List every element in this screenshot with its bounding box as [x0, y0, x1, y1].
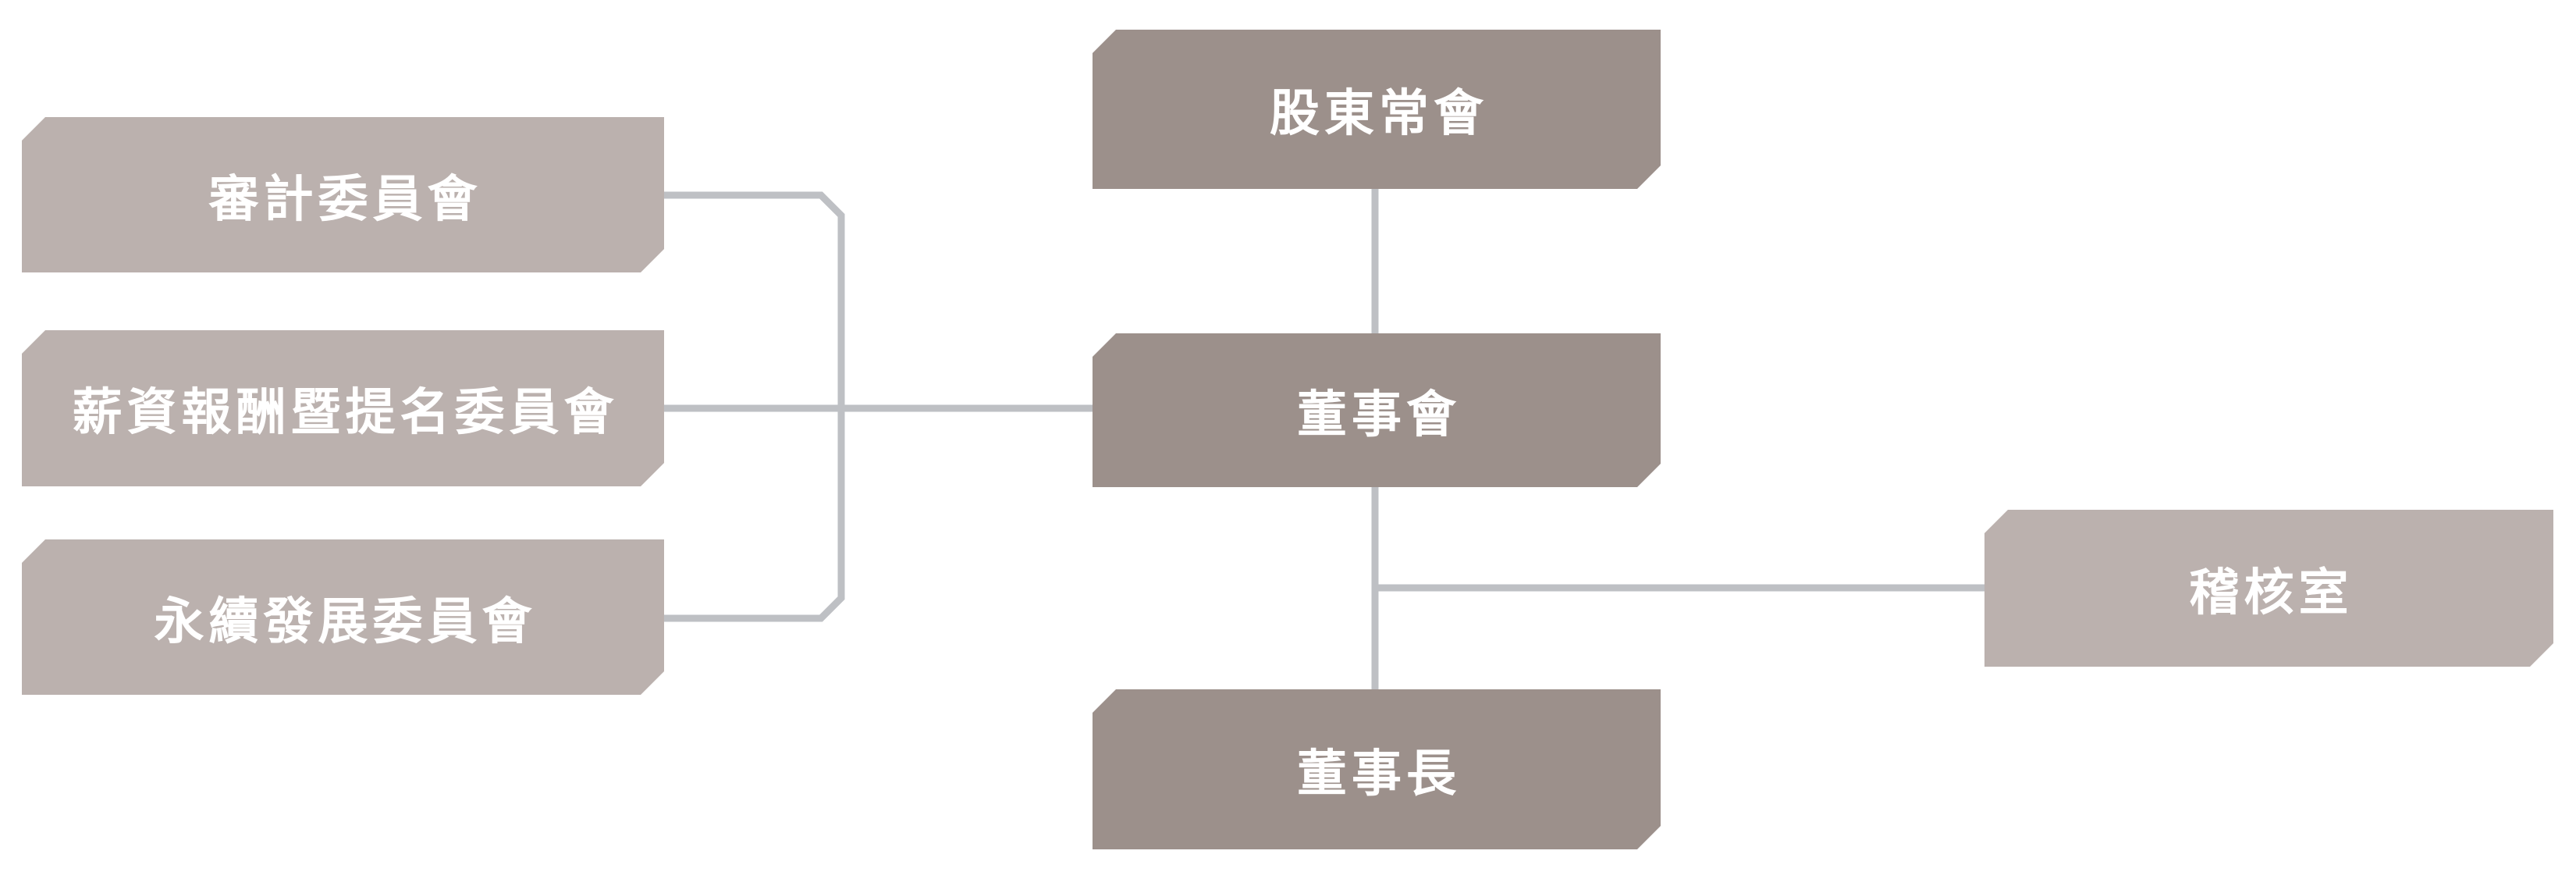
node-compensation-nomination-committee: 薪資報酬暨提名委員會 [22, 330, 664, 486]
node-audit-committee: 審計委員會 [22, 117, 664, 272]
node-audit-office: 稽核室 [1984, 510, 2553, 667]
node-label: 稽核室 [2189, 564, 2354, 622]
node-shareholders-meeting: 股東常會 [1093, 30, 1661, 189]
node-label: 薪資報酬暨提名委員會 [72, 384, 619, 442]
node-label: 永續發展委員會 [154, 593, 537, 651]
node-label: 審計委員會 [208, 170, 482, 229]
node-label: 董事會 [1297, 386, 1461, 444]
committees-bracket-connector [663, 191, 845, 622]
node-board-of-directors: 董事會 [1093, 333, 1661, 487]
node-label: 董事長 [1297, 745, 1461, 803]
node-label: 股東常會 [1270, 85, 1488, 143]
node-sustainability-committee: 永續發展委員會 [22, 539, 664, 695]
node-chairman: 董事長 [1093, 689, 1661, 849]
